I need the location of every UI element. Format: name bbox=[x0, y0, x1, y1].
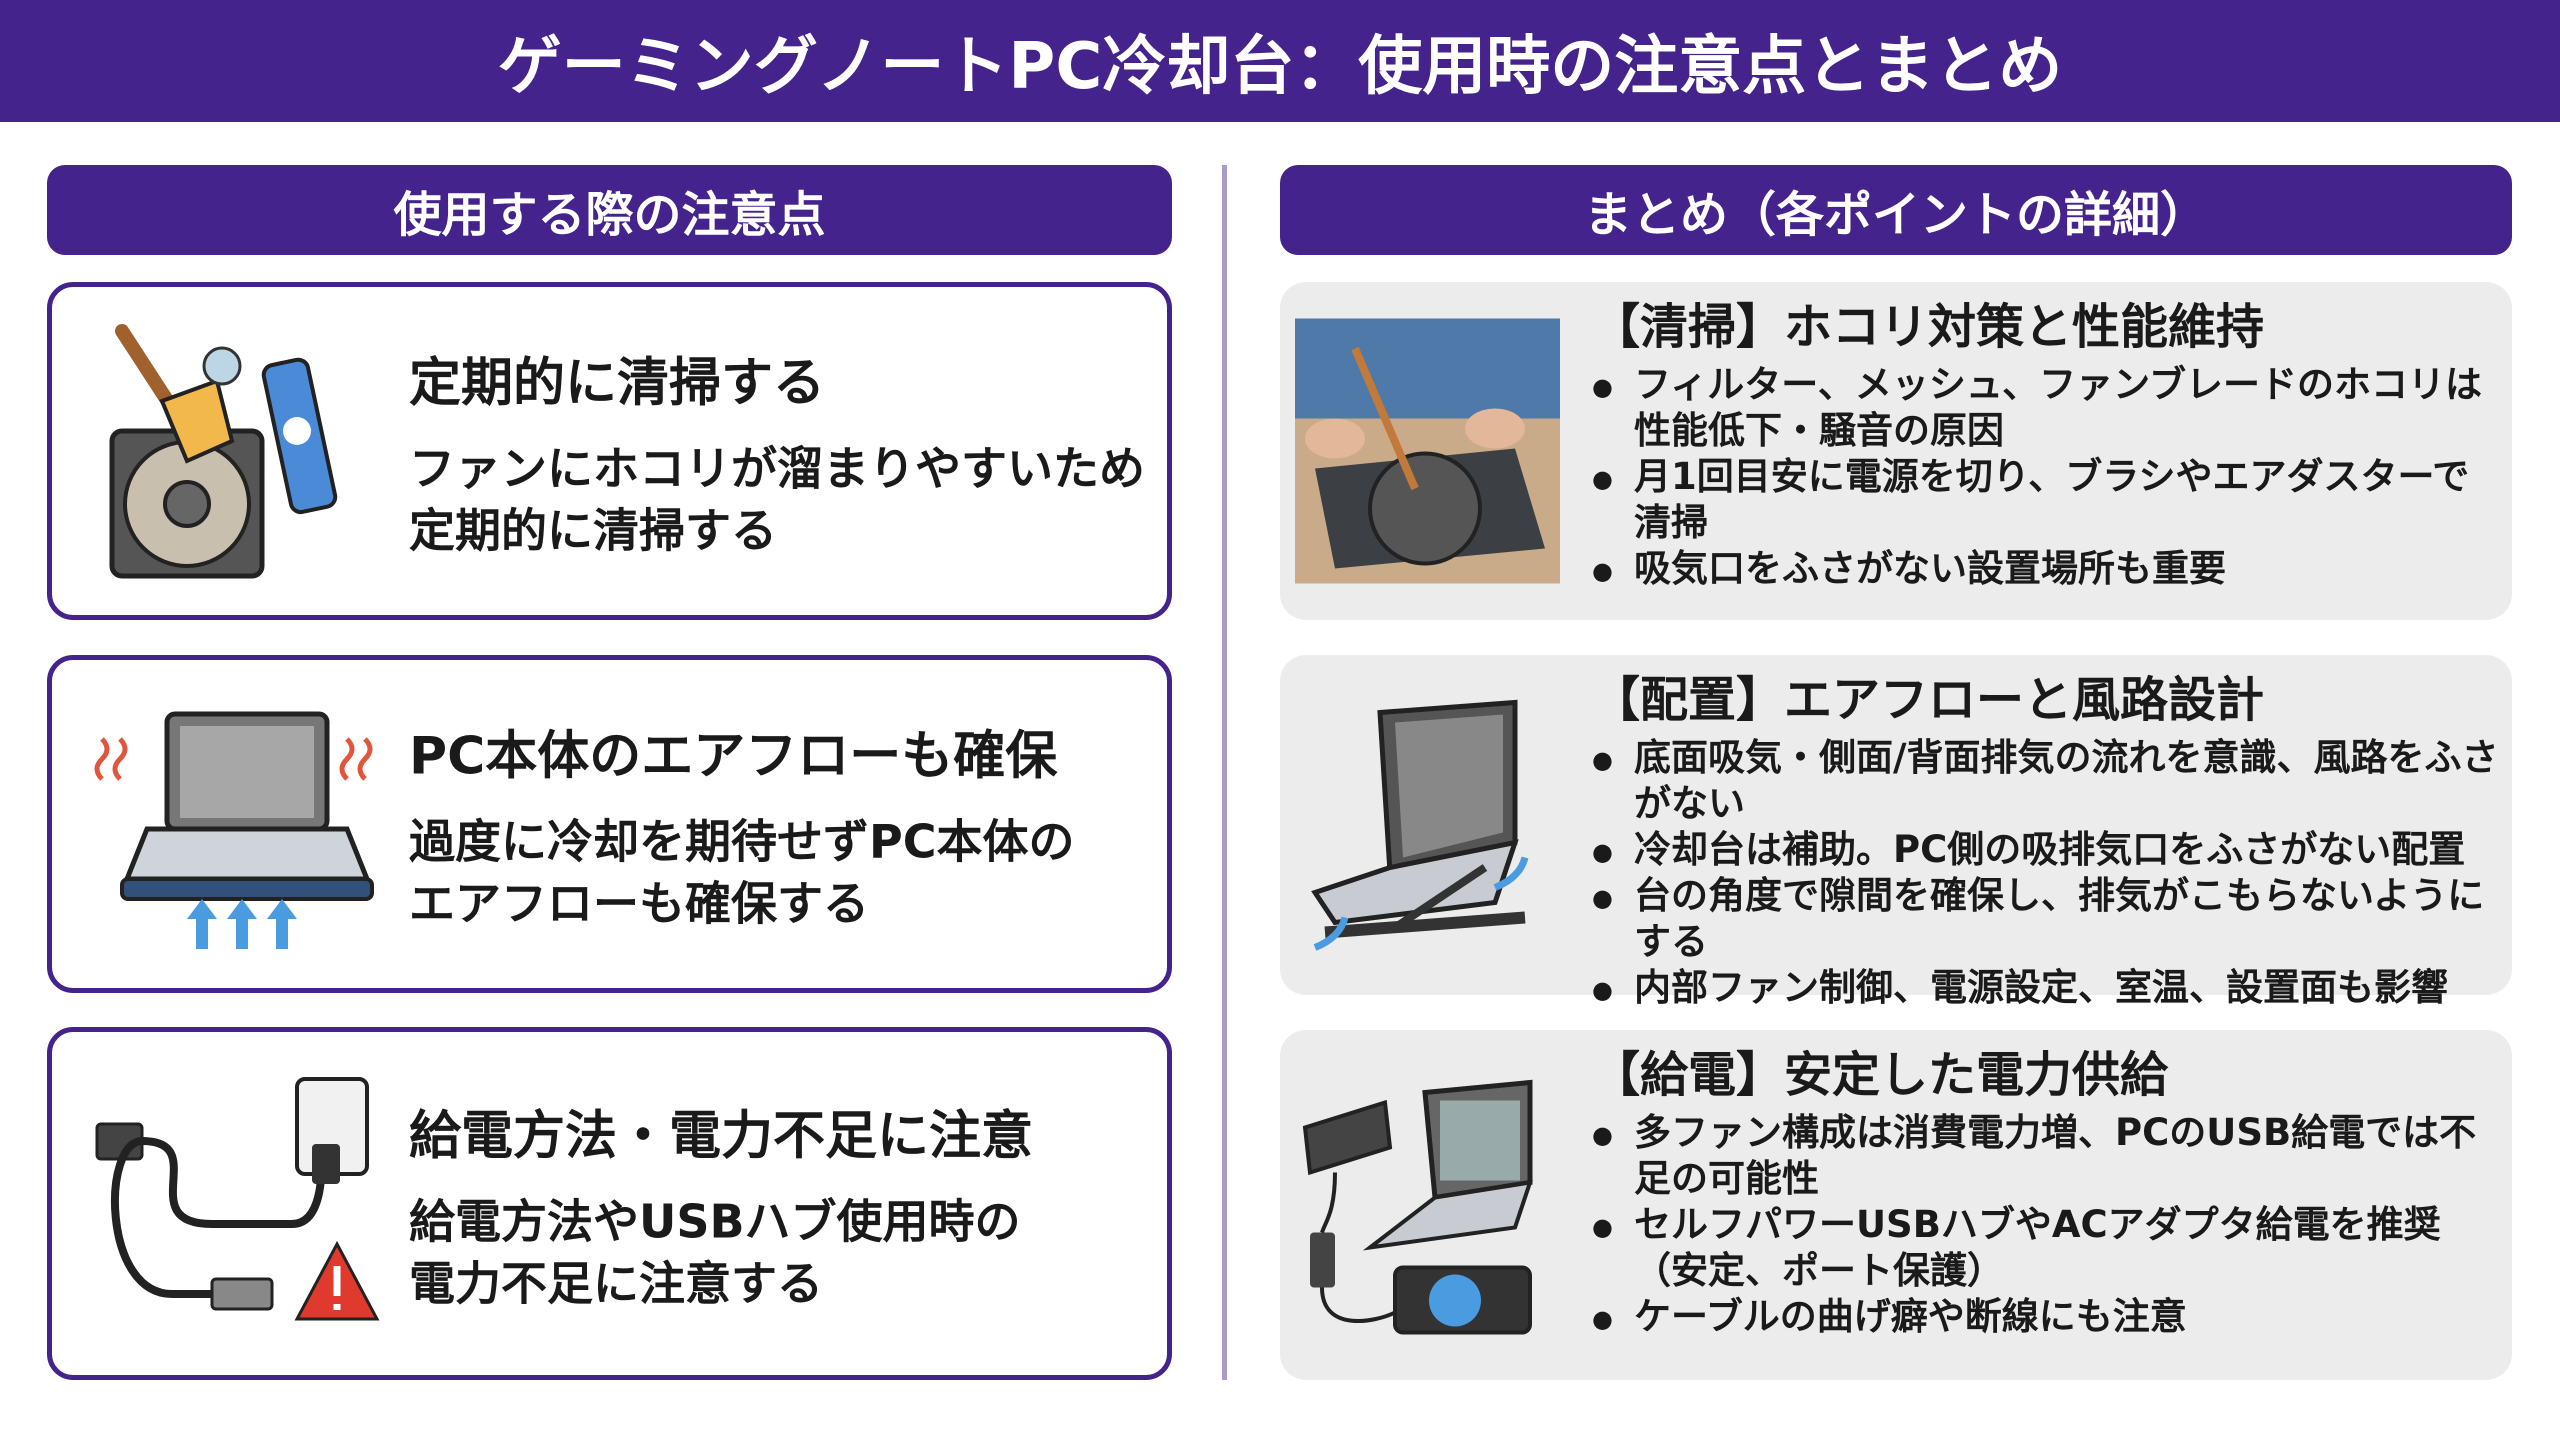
card-body: 給電方法やUSBハブ使用時の 電力不足に注意する bbox=[409, 1194, 1021, 1310]
bullet-item: 月1回目安に電源を切り、ブラシやエアダスターで清掃 bbox=[1592, 454, 2500, 546]
page-title: ゲーミングノートPC冷却台：使用時の注意点とまとめ bbox=[0, 0, 2560, 122]
card-title: 【清掃】ホコリ対策と性能維持 bbox=[1592, 299, 2265, 355]
left-section-header: 使用する際の注意点 bbox=[47, 165, 1172, 255]
bullet-item: 台の角度で隙間を確保し、排気がこもらないようにする bbox=[1592, 873, 2500, 965]
caution-card-cleaning: 定期的に清掃する ファンにホコリが溜まりやすいため 定期的に清掃する bbox=[47, 282, 1172, 620]
laptop-airflow-icon bbox=[94, 711, 374, 949]
laptop-stand-icon bbox=[1311, 699, 1529, 951]
bullet-item: フィルター、メッシュ、ファンブレードのホコリは性能低下・騒音の原因 bbox=[1592, 362, 2500, 454]
usb-power-warning-icon bbox=[95, 1076, 380, 1320]
card-title: 【給電】安定した電力供給 bbox=[1592, 1047, 2169, 1103]
bullet-item: 内部ファン制御、電源設定、室温、設置面も影響 bbox=[1592, 965, 2500, 1013]
summary-card-power: 【給電】安定した電力供給 多ファン構成は消費電力増、PCのUSB給電では不足の可… bbox=[1280, 1030, 2512, 1380]
card-title: 【配置】エアフローと風路設計 bbox=[1592, 672, 2265, 728]
card-title: 給電方法・電力不足に注意 bbox=[409, 1106, 1034, 1166]
column-divider bbox=[1222, 165, 1227, 1380]
bullet-item: 底面吸気・側面/背面排気の流れを意識、風路をふさがない bbox=[1592, 735, 2500, 827]
card-title: 定期的に清掃する bbox=[409, 353, 826, 414]
bullet-item: セルフパワーUSBハブやACアダプタ給電を推奨（安定、ポート保護） bbox=[1592, 1202, 2500, 1294]
bullet-item: ケーブルの曲げ癖や断線にも注意 bbox=[1592, 1294, 2500, 1342]
card-body: ファンにホコリが溜まりやすいため 定期的に清掃する bbox=[409, 441, 1145, 558]
cleaning-photo bbox=[1295, 318, 1560, 584]
bullet-item: 多ファン構成は消費電力増、PCのUSB給電では不足の可能性 bbox=[1592, 1110, 2500, 1202]
caution-card-airflow: PC本体のエアフローも確保 過度に冷却を期待せずPC本体の エアフローも確保する bbox=[47, 655, 1172, 993]
bullet-item: 吸気口をふさがない設置場所も重要 bbox=[1592, 546, 2500, 594]
bullet-item: 冷却台は補助。PC側の吸排気口をふさがない配置 bbox=[1592, 827, 2500, 875]
summary-card-cleaning: 【清掃】ホコリ対策と性能維持 フィルター、メッシュ、ファンブレードのホコリは性能… bbox=[1280, 282, 2512, 620]
summary-card-placement: 【配置】エアフローと風路設計 底面吸気・側面/背面排気の流れを意識、風路をふさが… bbox=[1280, 655, 2512, 1013]
caution-card-power: 給電方法・電力不足に注意 給電方法やUSBハブ使用時の 電力不足に注意する bbox=[47, 1027, 1172, 1380]
right-section-header: まとめ（各ポイントの詳細） bbox=[1280, 165, 2512, 255]
power-setup-icon bbox=[1302, 1079, 1533, 1335]
card-title: PC本体のエアフローも確保 bbox=[409, 726, 1058, 787]
fan-cleaning-icon bbox=[109, 324, 338, 579]
card-body: 過度に冷却を期待せずPC本体の エアフローも確保する bbox=[409, 814, 1075, 931]
